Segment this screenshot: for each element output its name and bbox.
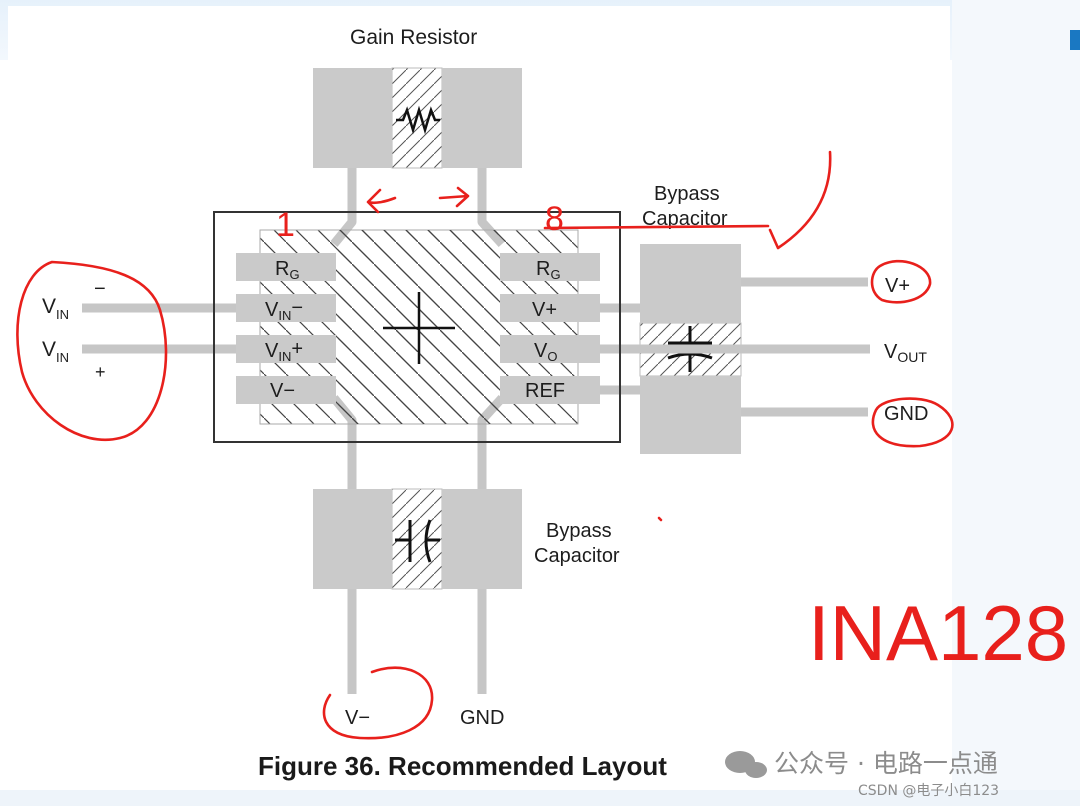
bypass-top-label-1: Bypass xyxy=(654,183,720,205)
bottom-band xyxy=(0,790,1080,806)
watermark-credit: CSDN @电子小白123 xyxy=(858,783,999,799)
gain-pad-left xyxy=(313,68,392,168)
watermark-logo-icon xyxy=(725,751,767,778)
pin-pads xyxy=(236,253,600,404)
traces xyxy=(82,168,870,694)
bypass-bottom-label-2: Capacitor xyxy=(534,545,620,567)
circle-vplus xyxy=(870,260,932,304)
input-sign-minus: − xyxy=(94,278,106,300)
pin-pad-7 xyxy=(500,294,600,322)
edge-accent xyxy=(1070,30,1080,50)
pin-label-2: VIN− xyxy=(265,297,303,323)
pin8-arrow-right xyxy=(438,186,470,208)
input-sign-plus: + xyxy=(95,362,106,382)
output-label-vplus: V+ xyxy=(885,275,910,297)
red-annotations xyxy=(16,150,954,740)
pin-label-6: VO xyxy=(534,340,557,364)
annotation-part-number: INA128 xyxy=(808,589,1068,677)
pin-pad-6 xyxy=(500,335,600,363)
pin-pad-5 xyxy=(500,376,600,404)
input-labels: VIN VIN − + xyxy=(42,278,106,382)
pin-pad-4 xyxy=(236,376,336,404)
pin-pad-2 xyxy=(236,294,336,322)
pin8-underline-arrow xyxy=(543,150,832,250)
resistor-symbol xyxy=(396,105,440,135)
bottom-capacitor-symbol xyxy=(395,519,440,563)
bottom-pad-right xyxy=(442,489,522,589)
circle-inputs xyxy=(16,260,168,441)
output-labels: V+ VOUT GND xyxy=(884,275,928,425)
dot-mark xyxy=(657,516,663,522)
right-pad-top xyxy=(640,244,741,323)
pin-label-3: VIN+ xyxy=(265,338,303,364)
ic-center-cross xyxy=(383,292,455,364)
pin-pad-1 xyxy=(236,253,336,281)
figure-caption: Figure 36. Recommended Layout xyxy=(258,751,667,781)
pin1-arrow-left xyxy=(366,188,397,214)
pin-label-8: RG xyxy=(536,258,561,282)
input-label-vin-minus: VIN xyxy=(42,295,69,322)
annotation-pin8: 8 xyxy=(545,200,564,238)
output-label-gnd: GND xyxy=(884,403,928,425)
output-label-vout: VOUT xyxy=(884,341,927,365)
bypass-bottom-label-1: Bypass xyxy=(546,520,612,542)
right-capacitor-symbol xyxy=(667,326,713,372)
circle-gnd xyxy=(871,397,954,448)
annotation-pin1: 1 xyxy=(276,206,295,244)
gain-resistor-title: Gain Resistor xyxy=(350,26,477,49)
bottom-label-vminus: V− xyxy=(345,707,370,729)
pin-labels-right: RG V+ VO REF xyxy=(525,258,565,402)
pin-pad-8 xyxy=(500,253,600,281)
bottom-label-gnd: GND xyxy=(460,707,504,729)
pin-label-7: V+ xyxy=(532,299,557,321)
circle-vminus xyxy=(322,666,434,740)
pin-label-4: V− xyxy=(270,380,295,402)
right-background-strip xyxy=(952,0,1080,806)
input-label-vin-plus: VIN xyxy=(42,338,69,365)
pin-label-5: REF xyxy=(525,380,565,402)
bottom-pad-left xyxy=(313,489,392,589)
gain-pad-right xyxy=(442,68,522,168)
ic-package-outline xyxy=(213,211,621,443)
watermark-channel: 公众号 · 电路一点通 xyxy=(774,749,998,778)
bypass-top-label-2: Capacitor xyxy=(642,208,728,230)
pin-label-1: RG xyxy=(275,258,300,282)
pin-pad-3 xyxy=(236,335,336,363)
pin-labels-left: RG VIN− VIN+ V− xyxy=(265,258,303,402)
right-pad-bottom xyxy=(640,376,741,454)
